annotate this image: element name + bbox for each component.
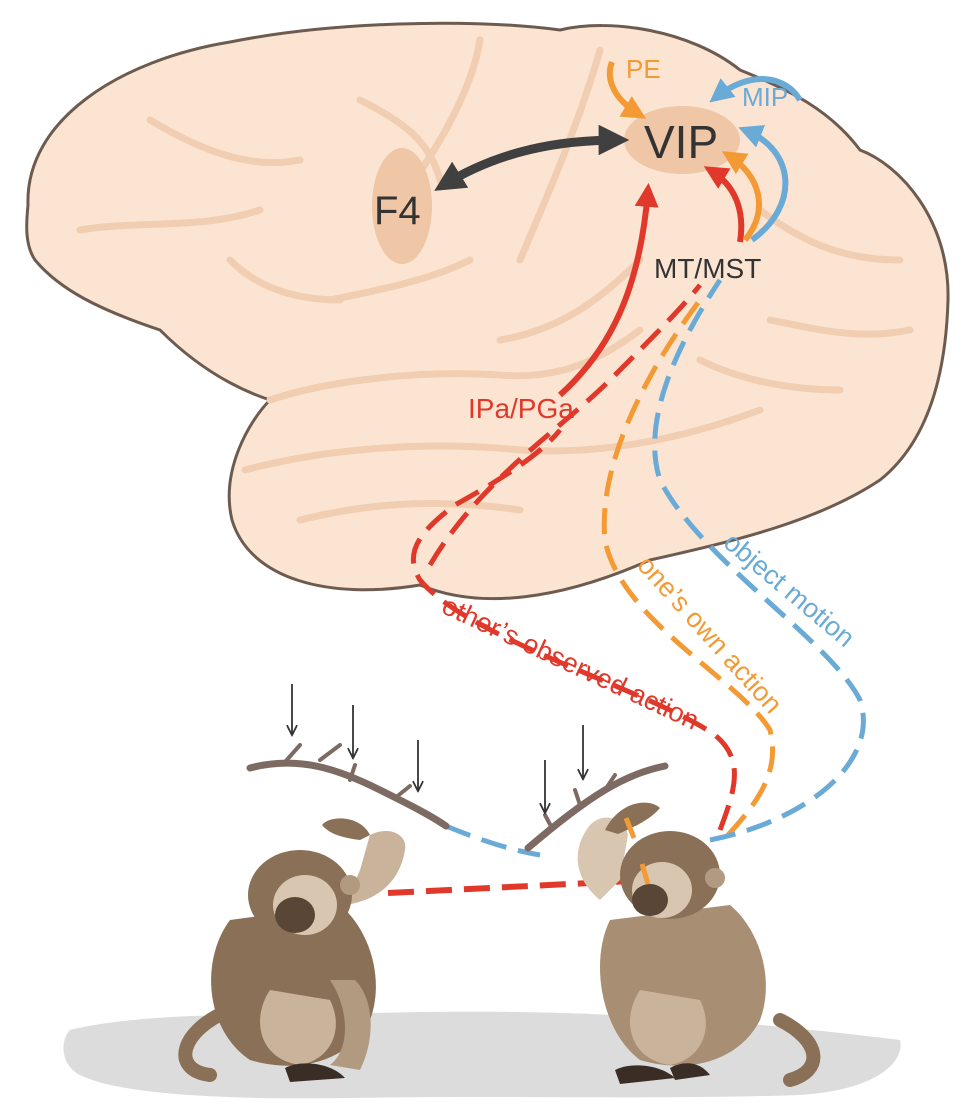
- area-label-mt-mst: MT/MST: [654, 253, 761, 284]
- area-label-mip: MIP: [742, 82, 788, 112]
- area-label-pe: PE: [626, 54, 661, 84]
- label-object-motion: object motion: [718, 527, 860, 653]
- branch-left: [250, 745, 446, 826]
- brain: F4 VIP PE MIP MT/MST IPa/PGa: [27, 23, 948, 598]
- label-others-observed-action: other’s observed action: [437, 590, 703, 735]
- area-label-ipa-pga: IPa/PGa: [468, 393, 574, 424]
- area-label-f4: F4: [374, 189, 421, 233]
- area-label-vip: VIP: [644, 116, 718, 168]
- brain-outline: [27, 23, 948, 598]
